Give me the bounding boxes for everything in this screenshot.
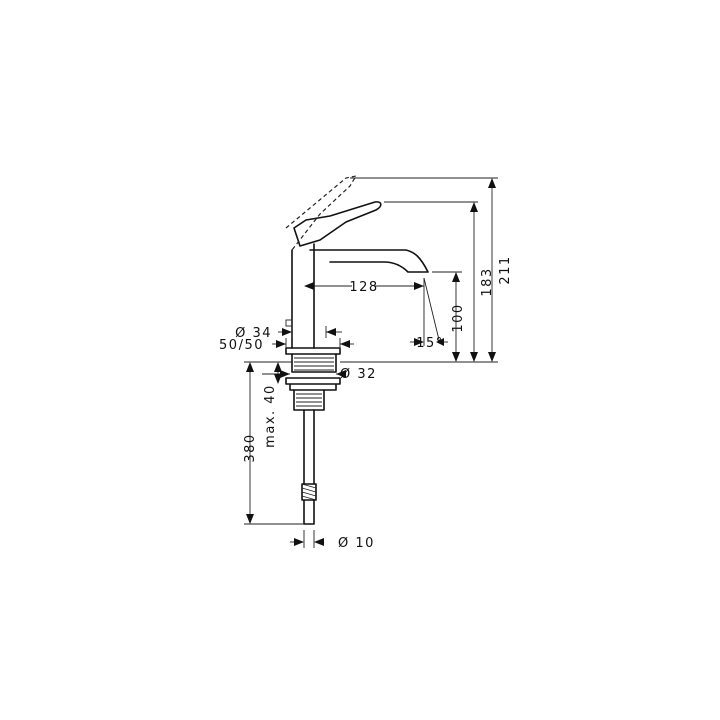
hole-spacing-label: 50/50 xyxy=(219,338,264,353)
spout xyxy=(309,249,429,273)
thread-diameter-label: Ø 32 xyxy=(340,367,377,382)
dim-hose-length xyxy=(244,361,304,525)
faucet-column xyxy=(291,243,315,349)
dim-spout-height xyxy=(384,201,478,362)
lower-thread-lines xyxy=(296,393,322,407)
overall-height-label: 211 xyxy=(498,255,513,284)
lower-shank xyxy=(293,389,325,411)
thread-lines xyxy=(294,357,334,371)
max-counter-label: max. 40 xyxy=(263,384,278,448)
base-flange xyxy=(285,347,341,355)
dim-overall-height xyxy=(340,177,498,363)
dim-hole-diameter xyxy=(278,319,342,338)
handle-alt-position xyxy=(285,175,358,251)
spout-height-label: 183 xyxy=(480,267,495,296)
faucet-body xyxy=(285,201,429,355)
dim-connection-diameter xyxy=(290,530,324,548)
spout-reach-label: 128 xyxy=(349,280,378,295)
mounting-assembly xyxy=(285,353,341,411)
supply-hose xyxy=(301,409,317,525)
outlet-height-label: 100 xyxy=(451,303,466,332)
threaded-shank xyxy=(291,353,337,373)
dim-spout-angle xyxy=(410,277,448,346)
dim-outlet-height xyxy=(432,271,462,362)
connector-hatch xyxy=(301,483,317,501)
spout-angle-label: 15° xyxy=(416,336,444,351)
hole-diameter-label: Ø 34 xyxy=(235,326,272,341)
dim-hole-spacing xyxy=(272,338,354,350)
mounting-nut xyxy=(285,377,341,391)
hose-length-label: 380 xyxy=(243,433,258,462)
hose-tube xyxy=(303,409,315,485)
dim-max-counter xyxy=(262,361,292,384)
dim-spout-reach xyxy=(304,282,424,290)
handle-lever xyxy=(293,201,382,247)
connection-diameter-label: Ø 10 xyxy=(338,536,375,551)
